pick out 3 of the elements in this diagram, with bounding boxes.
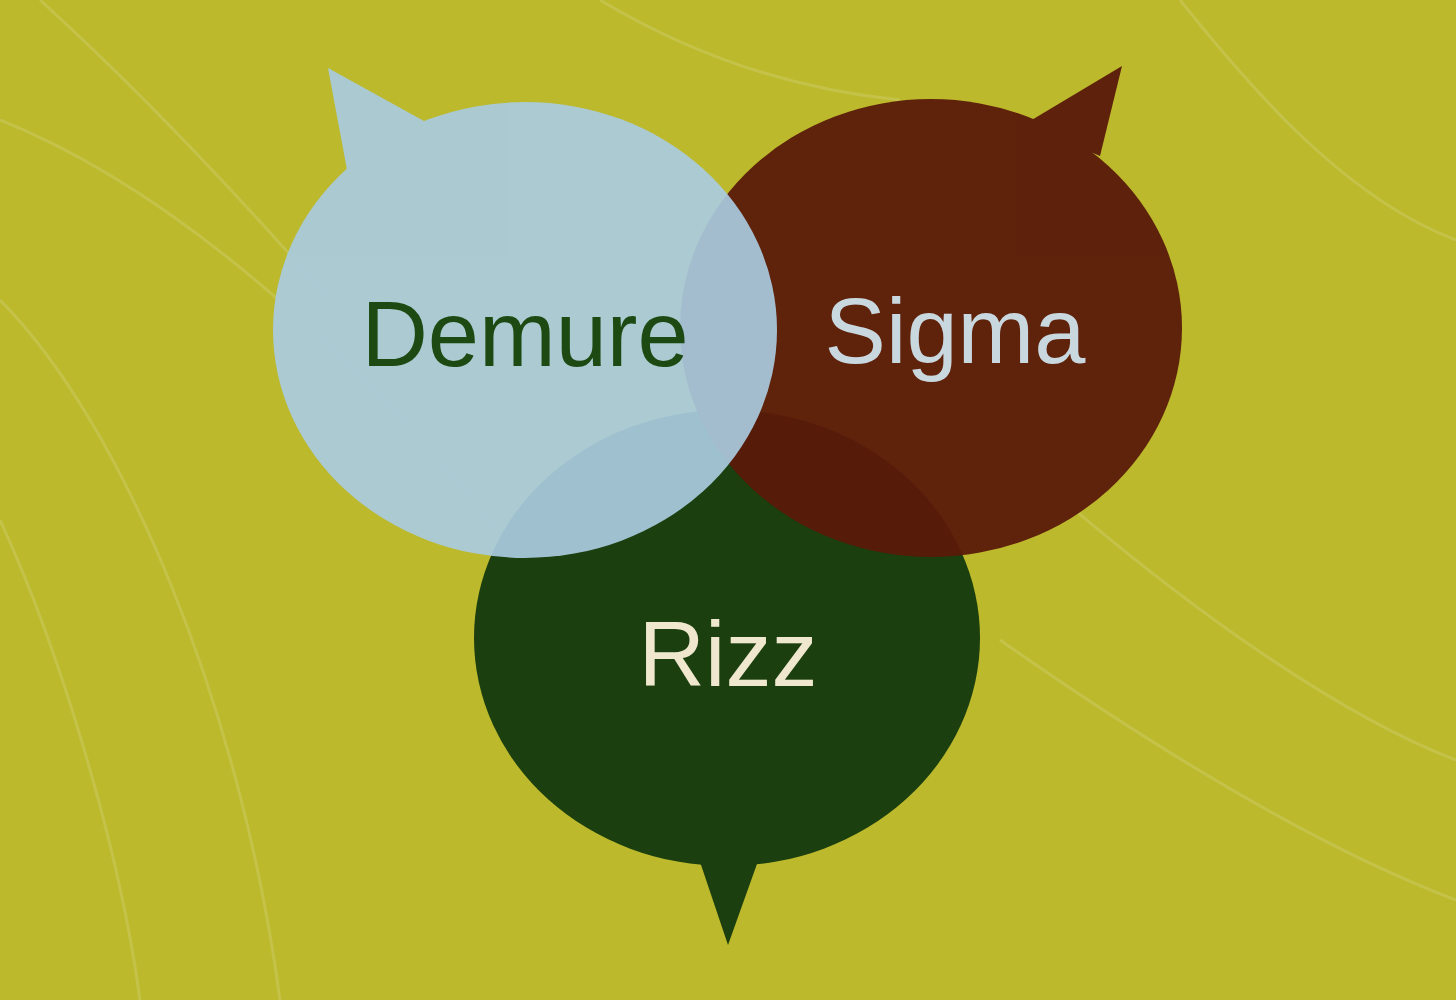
bubble-label: Sigma [824, 281, 1086, 383]
bubble-label: Rizz [638, 604, 818, 706]
bubble-label: Demure [361, 284, 689, 386]
